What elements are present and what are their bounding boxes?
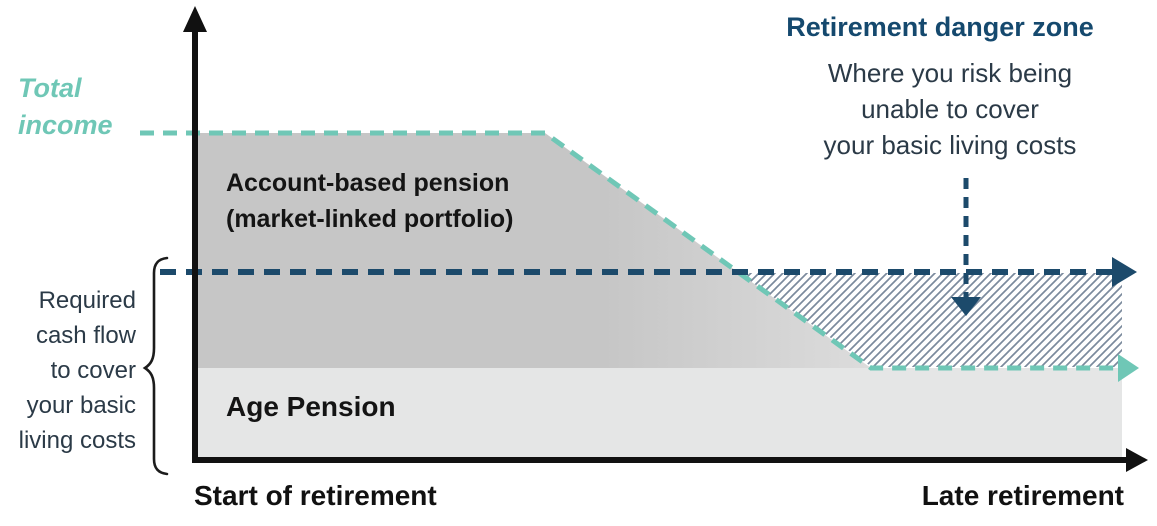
required-cashflow-label: Required cash flow to cover your basic l… xyxy=(18,287,136,454)
age-pension-label: Age Pension xyxy=(226,391,396,422)
danger-zone-hatched-area xyxy=(739,273,1122,367)
required-cashflow-brace-icon xyxy=(142,256,169,476)
x-axis-label-start: Start of retirement xyxy=(194,480,437,511)
total-income-arrowhead-icon xyxy=(1118,354,1139,382)
account-based-pension-area xyxy=(198,133,871,368)
age-pension-area xyxy=(198,368,1122,458)
total-income-label: Total income xyxy=(18,73,113,140)
account-based-pension-label: Account-based pension (market-linked por… xyxy=(226,169,514,233)
total-income-line xyxy=(140,130,1120,371)
required-cashflow-arrowhead-icon xyxy=(1112,257,1137,287)
y-axis-arrowhead-icon xyxy=(183,6,207,32)
x-axis-label-late: Late retirement xyxy=(921,480,1124,511)
x-axis-arrowhead-icon xyxy=(1126,448,1148,472)
danger-zone-description: Where you risk being unable to cover you… xyxy=(823,58,1077,160)
danger-zone-title: Retirement danger zone xyxy=(786,12,1094,42)
danger-zone-pointer-arrowhead-icon xyxy=(951,297,981,316)
